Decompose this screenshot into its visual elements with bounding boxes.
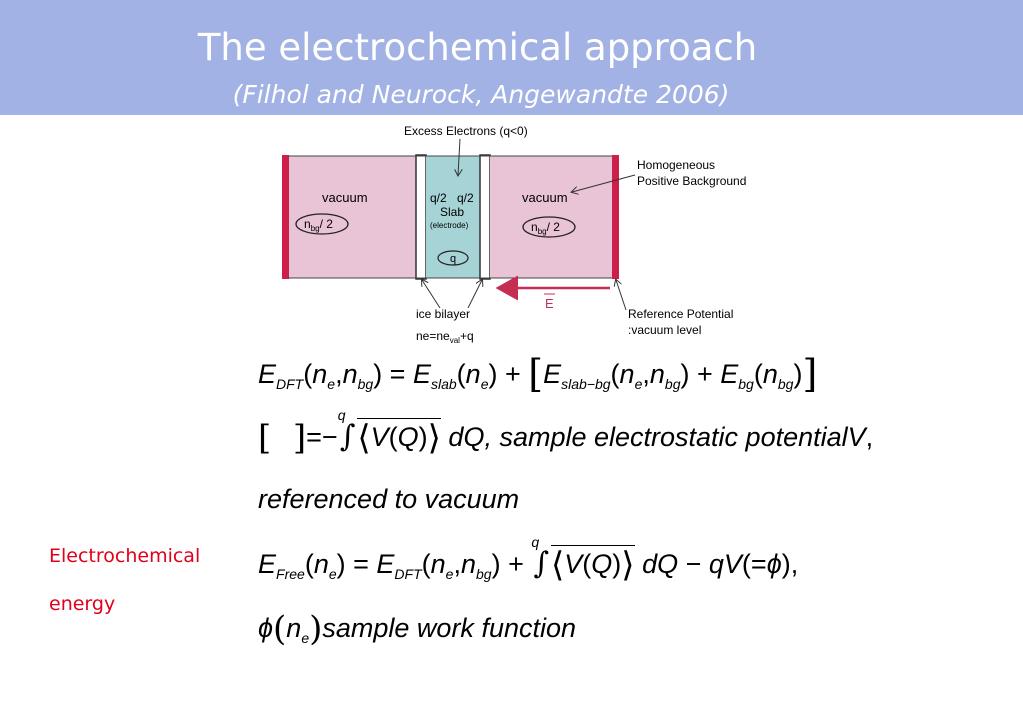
- svg-text:q: q: [450, 253, 456, 265]
- slab-q-right: q/2: [457, 191, 474, 205]
- vacuum-right-label: vacuum: [522, 190, 568, 205]
- electrode-bar-left: [282, 155, 289, 279]
- nbg-right-ellipse: [522, 216, 576, 238]
- equation-bracket-integral: [ ]=−∫q⟨V(Q)⟩ dQ, sample electrostatic p…: [258, 407, 874, 458]
- equation-free-energy: EFree(ne) = EDFT(ne,nbg) + ∫q⟨V(Q)⟩ dQ −…: [258, 534, 799, 585]
- equation-dft-energy: EDFT(ne,nbg) = Eslab(ne) + [Eslab−bg(ne,…: [258, 352, 818, 396]
- q-ellipse: [437, 250, 469, 266]
- page-subtitle: (Filhol and Neurock, Angewandte 2006): [232, 80, 730, 109]
- slab-region: [426, 156, 480, 278]
- homogeneous-label-2: Positive Background: [637, 174, 746, 188]
- svg-text:nbg/ 2: nbg/ 2: [304, 217, 333, 233]
- ice-bilayer-right: [479, 154, 491, 280]
- equation-referenced-vacuum: referenced to vacuum: [258, 484, 520, 514]
- ice-bilayer-left: [415, 154, 427, 280]
- slab-q-left: q/2: [430, 191, 447, 205]
- excess-electrons-label: Excess Electrons (q<0): [404, 124, 528, 138]
- title-bar: [0, 0, 1023, 115]
- side-label-line2: energy: [49, 593, 116, 615]
- svg-text:nbg/ 2: nbg/ 2: [531, 220, 560, 236]
- vacuum-region-left: [288, 156, 416, 278]
- homogeneous-label-1: Homogeneous: [637, 158, 715, 172]
- ne-equation: ne=neval+q: [416, 329, 474, 345]
- slab-schematic: Excess Electrons (q<0) vacuum nbg/ 2 q/2…: [282, 124, 746, 345]
- vacuum-left-label: vacuum: [322, 190, 368, 205]
- nbg-left-ellipse: [295, 213, 349, 235]
- reference-potential-label-2: :vacuum level: [628, 323, 701, 337]
- page-title: The electrochemical approach: [197, 26, 758, 69]
- equation-work-function: ϕ(ne)sample work function: [258, 609, 577, 649]
- e-field-label: E: [545, 296, 554, 311]
- reference-potential-label-1: Reference Potential: [628, 307, 733, 321]
- electrode-label: (electrode): [430, 221, 469, 230]
- ice-bilayer-label: ice bilayer: [416, 307, 470, 321]
- electrode-bar-right: [612, 155, 619, 279]
- side-label-line1: Electrochemical: [49, 545, 201, 567]
- slab-label: Slab: [440, 205, 464, 219]
